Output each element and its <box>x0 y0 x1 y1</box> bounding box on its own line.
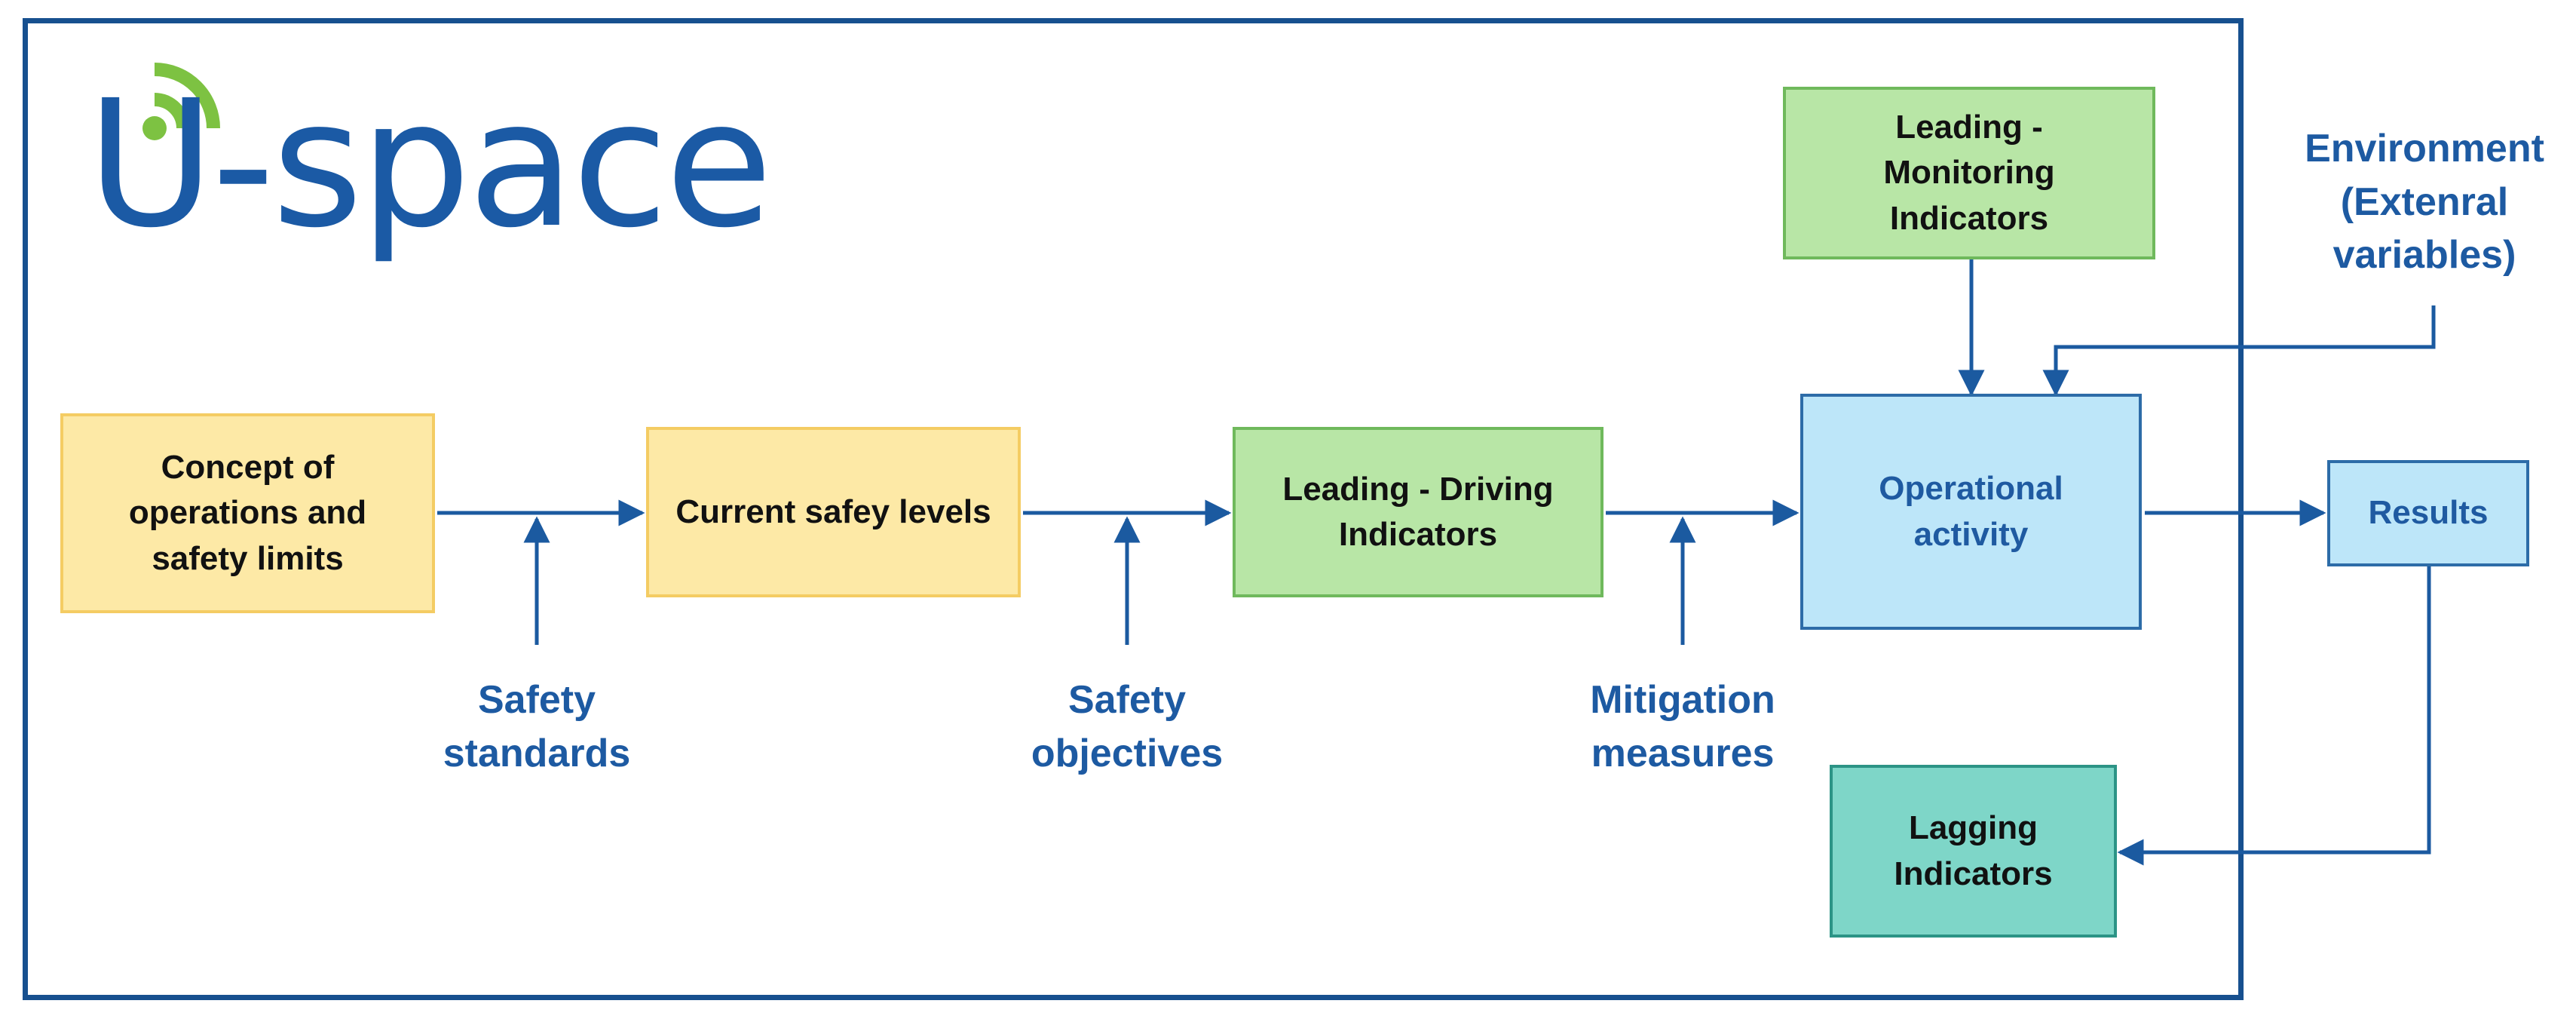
monitoring-line-1: Leading - <box>1895 109 2043 146</box>
operational-activity-box: Operational activity <box>1800 394 2142 630</box>
results-line-1: Results <box>2368 494 2489 532</box>
environment-line-1: Environment <box>2305 127 2544 170</box>
concept-line-2: operations and <box>128 494 367 532</box>
monitoring-line-2: Monitoring <box>1883 154 2055 192</box>
arrow-environment-to-operational <box>2042 305 2436 397</box>
leading-driving-indicators-box: Leading - Driving Indicators <box>1233 427 1603 597</box>
operational-line-2: activity <box>1913 515 2029 553</box>
environment-line-3: variables) <box>2332 233 2516 278</box>
current-safety-levels-box: Current safey levels <box>646 427 1021 597</box>
environment-line-2: (Extenral <box>2340 180 2509 224</box>
arrow-results-to-lagging <box>2117 566 2431 866</box>
mitigation-line-2: measures <box>1591 731 1775 775</box>
safety-objectives-line-1: Safety <box>1067 678 1187 722</box>
safety-standards-line-1: Safety <box>477 678 596 722</box>
driving-line-1: Leading - Driving <box>1282 470 1554 508</box>
driving-line-2: Indicators <box>1338 516 1498 553</box>
lagging-indicators-box: Lagging Indicators <box>1830 765 2117 938</box>
safety-standards-label: Safety standards <box>416 674 657 780</box>
concept-line-3: safety limits <box>152 539 344 577</box>
operational-line-1: Operational <box>1879 470 2063 508</box>
signal-icon <box>142 63 220 140</box>
u-space-logo: U-space <box>87 47 773 273</box>
monitoring-line-3: Indicators <box>1889 199 2049 237</box>
leading-monitoring-indicators-box: Leading - Monitoring Indicators <box>1783 87 2155 259</box>
mitigation-line-1: Mitigation <box>1590 678 1775 722</box>
results-box: Results <box>2327 460 2529 566</box>
environment-label: Environment (Extenral variables) <box>2275 122 2574 282</box>
logo-text: U-space <box>87 63 773 266</box>
lagging-line-2: Indicators <box>1894 855 2053 892</box>
safety-standards-line-2: standards <box>443 731 631 775</box>
current-line-1: Current safey levels <box>675 493 991 530</box>
concept-line-1: Concept of <box>161 449 335 486</box>
lagging-line-1: Lagging <box>1908 809 2038 847</box>
safety-objectives-label: Safety objectives <box>991 674 1263 780</box>
concept-of-operations-box: Concept of operations and safety limits <box>60 413 435 613</box>
diagram-frame <box>23 18 2244 1000</box>
safety-objectives-line-2: objectives <box>1031 731 1224 775</box>
mitigation-measures-label: Mitigation measures <box>1554 674 1811 780</box>
